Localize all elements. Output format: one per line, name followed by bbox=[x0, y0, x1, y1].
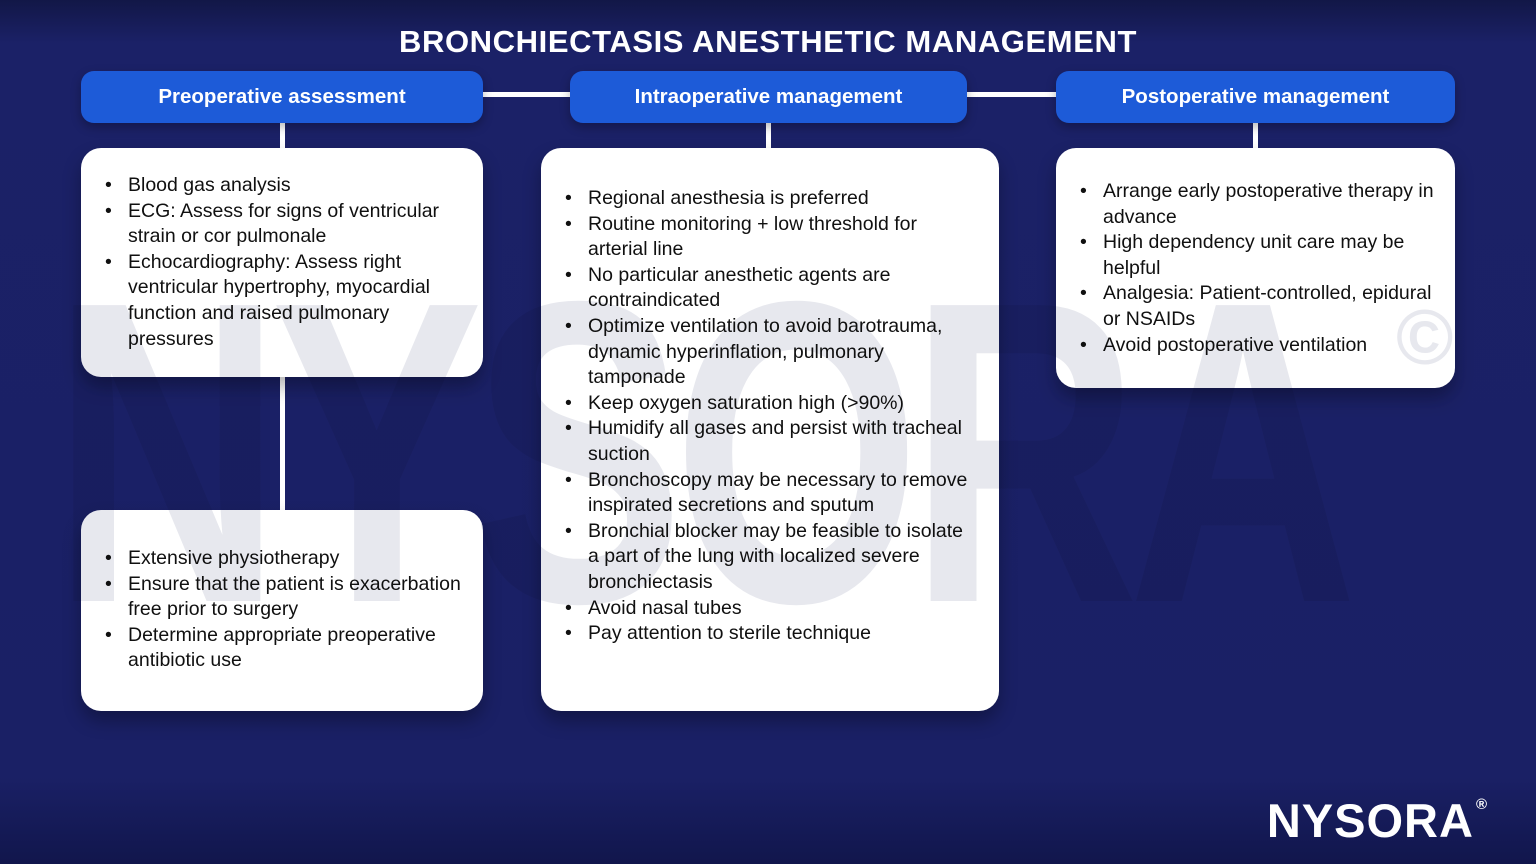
bullet-dot: • bbox=[565, 468, 572, 491]
bullet-dot: • bbox=[565, 519, 572, 542]
bullet-item: • Blood gas analysis bbox=[105, 173, 463, 199]
bullet-dot: • bbox=[105, 623, 112, 646]
vertical-connector-postoperative bbox=[1253, 97, 1258, 157]
bullet-dot: • bbox=[105, 547, 112, 569]
header-pill-preoperative: Preoperative assessment bbox=[81, 71, 483, 123]
bullet-text: ECG: Assess for signs of ventricular str… bbox=[128, 199, 440, 248]
bullet-item: • No particular anesthetic agents are con… bbox=[565, 263, 969, 314]
header-label: Intraoperative management bbox=[634, 85, 903, 108]
bullet-dot: • bbox=[105, 572, 112, 595]
bullet-item: • Humidify all gases and persist with tra… bbox=[565, 416, 969, 467]
registered-icon: ® bbox=[1475, 796, 1488, 813]
card-preoperative-assessment-2: • Extensive physiotherapy • Ensure that the… bbox=[81, 510, 483, 711]
bullet-item: • Avoid postoperative ventilation bbox=[1080, 333, 1437, 359]
bullet-text: Routine monitoring + low threshold for a… bbox=[588, 212, 917, 261]
bullet-item: • Bronchial blocker may be feasible to is… bbox=[565, 519, 969, 596]
bullet-dot: • bbox=[565, 263, 572, 286]
bullet-text: Avoid postoperative ventilation bbox=[1103, 333, 1368, 356]
bullet-item: • Ensure that the patient is exacerbation… bbox=[105, 572, 463, 623]
bullet-text: Ensure that the patient is exacerbation … bbox=[128, 572, 461, 621]
bullet-text: Regional anesthesia is preferred bbox=[588, 187, 869, 209]
bullet-list: • Arrange early postoperative therapy in … bbox=[1056, 148, 1455, 358]
bullet-dot: • bbox=[565, 596, 572, 619]
bullet-item: • Regional anesthesia is preferred bbox=[565, 186, 969, 212]
bullet-text: No particular anesthetic agents are cont… bbox=[588, 263, 891, 312]
bullet-item: • Avoid nasal tubes bbox=[565, 596, 969, 622]
card-preoperative-assessment-1: • Blood gas analysis • ECG: Assess for sign… bbox=[81, 148, 483, 377]
bullet-item: • Bronchoscopy may be necessary to remove… bbox=[565, 468, 969, 519]
bullet-text: Keep oxygen saturation high (>90%) bbox=[588, 391, 904, 414]
bullet-dot: • bbox=[565, 187, 572, 209]
bullet-item: • Arrange early postoperative therapy in … bbox=[1080, 179, 1437, 230]
bullet-dot: • bbox=[105, 174, 112, 196]
bullet-text: Extensive physiotherapy bbox=[128, 547, 340, 569]
bullet-text: Bronchial blocker may be feasible to iso… bbox=[588, 519, 964, 593]
card-intraoperative-management: • Regional anesthesia is preferred • Routin… bbox=[541, 148, 999, 711]
bullet-text: Blood gas analysis bbox=[128, 174, 291, 196]
bullet-list: • Blood gas analysis • ECG: Assess for sign… bbox=[81, 148, 483, 352]
bullet-text: Determine appropriate preoperative antib… bbox=[128, 623, 436, 672]
bullet-text: Optimize ventilation to avoid barotrauma… bbox=[588, 314, 943, 389]
bullet-text: Avoid nasal tubes bbox=[588, 596, 742, 619]
bullet-item: • Determine appropriate preoperative anti… bbox=[105, 623, 463, 674]
bullet-text: High dependency unit care may be helpful bbox=[1103, 231, 1405, 279]
header-label: Postoperative management bbox=[1121, 85, 1390, 108]
bullet-dot: • bbox=[1080, 282, 1087, 305]
bullet-item: • Optimize ventilation to avoid barotraum… bbox=[565, 314, 969, 391]
bullet-item: • High dependency unit care may be helpfu… bbox=[1080, 230, 1437, 281]
page-title: BRONCHIECTASIS ANESTHETIC MANAGEMENT bbox=[398, 24, 1138, 59]
header-pill-intraoperative: Intraoperative management bbox=[570, 71, 967, 123]
bullet-item: • Routine monitoring + low threshold for … bbox=[565, 212, 969, 263]
header-pill-postoperative: Postoperative management bbox=[1056, 71, 1455, 123]
header-label: Preoperative assessment bbox=[158, 85, 406, 108]
bullet-item: • Extensive physiotherapy bbox=[105, 546, 463, 572]
card-postoperative-management: • Arrange early postoperative therapy in … bbox=[1056, 148, 1455, 388]
bullet-list: • Regional anesthesia is preferred • Routin… bbox=[541, 148, 999, 647]
bullet-dot: • bbox=[105, 250, 112, 273]
bullet-dot: • bbox=[565, 417, 572, 440]
vertical-connector-intraoperative bbox=[766, 97, 771, 157]
bullet-dot: • bbox=[565, 391, 572, 414]
bullet-dot: • bbox=[565, 622, 572, 645]
bullet-text: Pay attention to sterile technique bbox=[588, 622, 871, 645]
bullet-text: Analgesia: Patient-controlled, epidural … bbox=[1103, 282, 1432, 330]
bullet-dot: • bbox=[1080, 333, 1087, 356]
bullet-dot: • bbox=[565, 314, 572, 337]
bullet-list: • Extensive physiotherapy • Ensure that the… bbox=[81, 510, 483, 674]
bullet-item: • ECG: Assess for signs of ventricular st… bbox=[105, 199, 463, 250]
bullet-dot: • bbox=[1080, 231, 1087, 254]
logo-text: NYSORA bbox=[1266, 794, 1474, 847]
bullet-dot: • bbox=[1080, 180, 1087, 202]
nysora-logo: NYSORA® bbox=[1267, 793, 1488, 848]
bullet-text: Arrange early postoperative therapy in a… bbox=[1103, 180, 1434, 228]
bullet-item: • Keep oxygen saturation high (>90%) bbox=[565, 391, 969, 417]
bullet-dot: • bbox=[565, 212, 572, 235]
bullet-item: • Echocardiography: Assess right ventricu… bbox=[105, 250, 463, 352]
bullet-text: Humidify all gases and persist with trac… bbox=[588, 417, 962, 465]
bullet-text: Echocardiography: Assess right ventricul… bbox=[128, 250, 431, 350]
bullet-item: • Pay attention to sterile technique bbox=[565, 621, 969, 647]
bullet-dot: • bbox=[105, 199, 112, 222]
bullet-item: • Analgesia: Patient-controlled, epidural… bbox=[1080, 281, 1437, 332]
bullet-text: Bronchoscopy may be necessary to remove … bbox=[588, 468, 968, 517]
